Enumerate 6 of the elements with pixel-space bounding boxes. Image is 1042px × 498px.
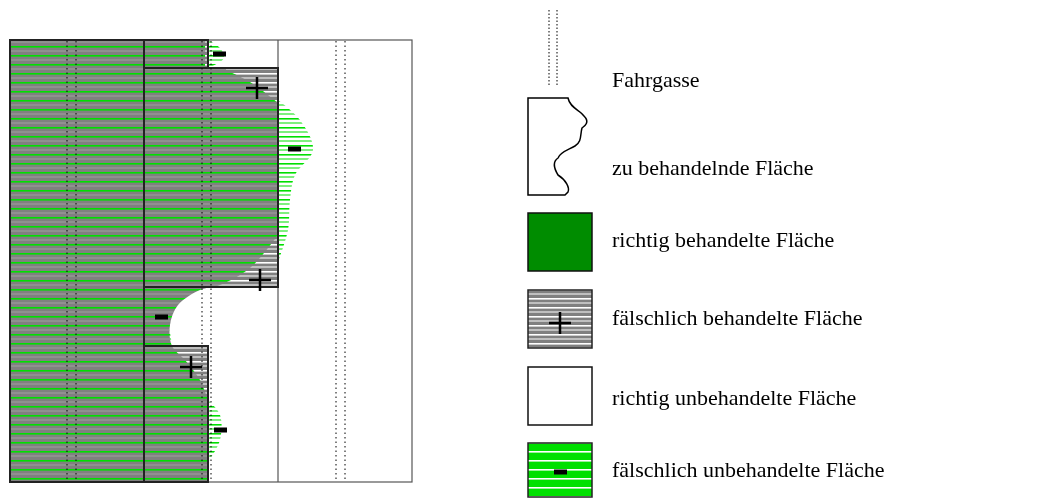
legend-label: richtig unbehandelte Fläche bbox=[612, 385, 857, 411]
legend-label: fälschlich behandelte Fläche bbox=[612, 305, 863, 331]
legend-label: Fahrgasse bbox=[612, 67, 700, 93]
legend-label: zu behandelnde Fläche bbox=[612, 155, 814, 181]
legend-label: richtig behandelte Fläche bbox=[612, 227, 835, 253]
legend-label: fälschlich unbehandelte Fläche bbox=[612, 457, 885, 483]
